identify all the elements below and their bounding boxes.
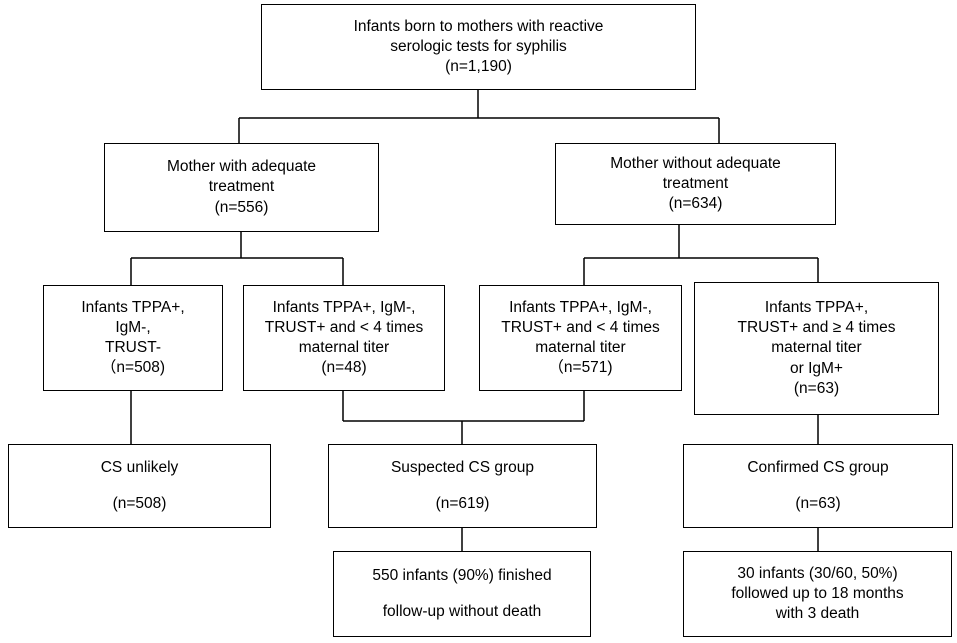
box-text-line: (n=556)	[214, 198, 269, 216]
box-text-line: 550 infants (90%) finished	[372, 566, 552, 584]
suspected-followup-box: 550 infants (90%) finished follow-up with…	[333, 551, 591, 637]
box-text-line: (n=634)	[668, 195, 723, 213]
root-box: Infants born to mothers with reactive ser…	[261, 4, 696, 90]
box-text-line: （n=508)	[100, 359, 166, 377]
box-text-line: (n=63)	[793, 379, 840, 397]
box-text-line: （n=571)	[548, 359, 613, 377]
box-text-line: (n=48)	[321, 359, 367, 377]
confirmed-cs-box: Confirmed CS group (n=63)	[683, 444, 953, 528]
box-text-line: Infants born to mothers with reactive	[353, 17, 604, 35]
box-text-line: TRUST+ and < 4 times	[264, 318, 424, 336]
box-text-line: Infants TPPA+, IgM-,	[509, 298, 652, 316]
box-text-line: TRUST-	[105, 339, 161, 356]
box-text-line: treatment	[208, 178, 275, 196]
box-text-line: (n=1,190)	[445, 58, 512, 76]
box-text-line: serologic tests for syphilis	[390, 37, 567, 55]
adequate-negative-box: Infants TPPA+, IgM-, TRUST- （n=508)	[43, 285, 223, 391]
box-text-line: 30 infants (30/60, 50%)	[737, 564, 898, 582]
cs-unlikely-box: CS unlikely (n=508)	[8, 444, 271, 528]
box-text-line: Mother without adequate	[610, 154, 781, 172]
box-text-line: maternal titer	[535, 339, 626, 356]
box-text-line: Infants TPPA+, IgM-,	[272, 298, 416, 316]
box-text-line: or IgM+	[790, 359, 843, 377]
inadequate-low-titer-box: Infants TPPA+, IgM-, TRUST+ and < 4 times…	[479, 285, 682, 391]
box-text-line: (n=619)	[435, 495, 490, 512]
box-text-line: TRUST+ and ≥ 4 times	[737, 319, 896, 337]
inadequate-high-titer-box: Infants TPPA+, TRUST+ and ≥ 4 times matern…	[694, 282, 939, 415]
box-text-line: treatment	[662, 174, 729, 192]
box-text-line: maternal titer	[298, 339, 390, 356]
suspected-cs-box: Suspected CS group (n=619)	[328, 444, 597, 528]
box-text-line: Confirmed CS group	[747, 458, 889, 476]
box-text-line: CS unlikely	[100, 458, 179, 476]
box-text-line: Infants TPPA+,	[81, 298, 185, 316]
box-text-line: TRUST+ and < 4 times	[501, 318, 660, 336]
adequate-low-titer-box: Infants TPPA+, IgM-, TRUST+ and < 4 times…	[243, 285, 445, 391]
adequate-treatment-box: Mother with adequate treatment (n=556)	[104, 143, 379, 232]
box-text-line: follow-up without death	[382, 603, 542, 620]
box-text-line: maternal titer	[771, 339, 862, 357]
box-text-line: (n=508)	[112, 495, 167, 512]
box-text-line: Mother with adequate	[166, 158, 317, 176]
box-text-line: IgM-,	[115, 318, 151, 336]
box-text-line: followed up to 18 months	[731, 584, 904, 602]
box-text-line: Infants TPPA+,	[764, 299, 869, 317]
confirmed-followup-box: 30 infants (30/60, 50%) followed up to 18…	[683, 551, 952, 637]
box-text-line: (n=63)	[795, 495, 841, 512]
box-text-line: with 3 death	[775, 605, 860, 623]
inadequate-treatment-box: Mother without adequate treatment (n=634)	[555, 143, 836, 225]
box-text-line: Suspected CS group	[390, 458, 535, 476]
